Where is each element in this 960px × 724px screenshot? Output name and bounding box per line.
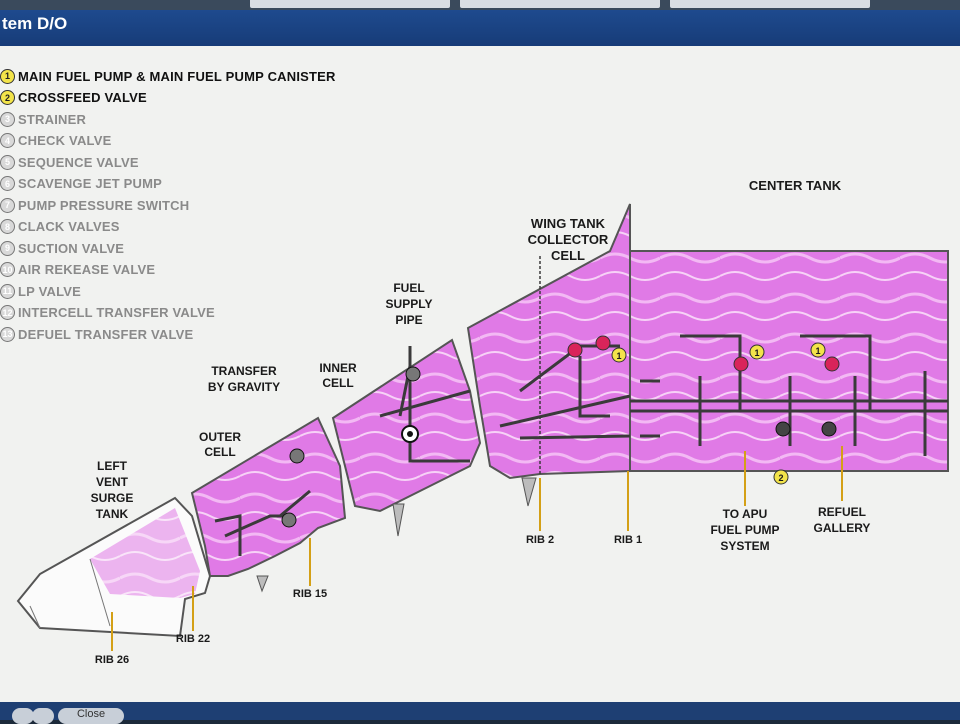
- diagram-label: RIB 15: [293, 588, 327, 600]
- diagram-label: SURGE: [91, 491, 134, 505]
- diagram-label: FUEL: [393, 281, 424, 295]
- window-footer: Close: [0, 702, 960, 720]
- diagram-label: GALLERY: [814, 521, 871, 535]
- diagram-label: CELL: [204, 445, 235, 459]
- fuel-system-diagram: 1 1 1 2 CENTER TANK WING TANK COLLECTOR …: [0, 46, 960, 702]
- diagram-label: LEFT: [97, 459, 128, 473]
- diagram-label: 2: [778, 473, 783, 483]
- browser-tab[interactable]: [460, 0, 660, 8]
- center-tank-label: CENTER TANK: [749, 178, 842, 193]
- browser-tab[interactable]: [250, 0, 450, 8]
- diagram-label: CELL: [322, 376, 353, 390]
- browser-tab-strip: [0, 0, 960, 10]
- diagram-label: 1: [754, 348, 759, 358]
- diagram-label: PIPE: [395, 313, 422, 327]
- browser-tab[interactable]: [670, 0, 870, 8]
- diagram-label: REFUEL: [818, 505, 866, 519]
- diagram-label: INNER: [319, 361, 357, 375]
- diagram-label: RIB 1: [614, 534, 642, 546]
- diagram-label: WING TANK: [531, 216, 606, 231]
- diagram-label: BY GRAVITY: [208, 380, 280, 394]
- diagram-label: RIB 2: [526, 534, 554, 546]
- close-button[interactable]: Close: [58, 708, 124, 724]
- diagram-label: COLLECTOR: [528, 232, 609, 247]
- diagram-label: FUEL PUMP: [710, 523, 779, 537]
- diagram-label: SYSTEM: [720, 539, 769, 553]
- diagram-label: RIB 22: [176, 633, 210, 645]
- diagram-label: TO APU: [723, 507, 768, 521]
- diagram-label: 1: [616, 351, 621, 361]
- diagram-label: 1: [815, 346, 820, 356]
- nav-button[interactable]: [32, 708, 54, 724]
- window-title: tem D/O: [2, 14, 67, 34]
- diagram-label: TANK: [96, 507, 129, 521]
- nav-button[interactable]: [12, 708, 34, 724]
- diagram-label: TRANSFER: [211, 364, 277, 378]
- diagram-label: CELL: [551, 248, 585, 263]
- diagram-label: RIB 26: [95, 654, 129, 666]
- diagram-label: OUTER: [199, 430, 241, 444]
- diagram-label: VENT: [96, 475, 129, 489]
- diagram-label: SUPPLY: [386, 297, 433, 311]
- window-titlebar: tem D/O: [0, 10, 960, 46]
